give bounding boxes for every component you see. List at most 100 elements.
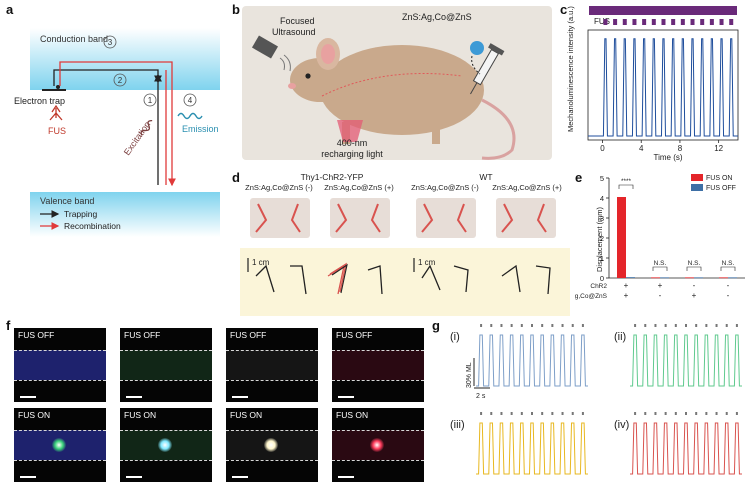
c-axes-frame <box>587 29 739 141</box>
fus-icon <box>49 104 63 121</box>
c-fus-tick <box>603 19 608 25</box>
g-fus-tick <box>581 412 584 415</box>
g-fus-tick <box>581 324 584 327</box>
luminescence-spot <box>158 438 172 452</box>
c-fus-tick <box>680 19 685 25</box>
e-chr2-sign: - <box>693 281 696 290</box>
g-scale-y-label: 30% ML <box>466 362 473 388</box>
panel-label-f: f <box>6 318 11 333</box>
e-row-label-chr2: ChR2 <box>590 283 607 290</box>
scale-label-1: 1 cm <box>252 258 270 267</box>
g-fus-tick <box>715 412 718 415</box>
panel-label-e: e <box>575 170 583 185</box>
c-fus-tick <box>642 19 647 25</box>
panel-label-d: d <box>232 170 240 185</box>
c-xtick-label: 0 <box>600 144 605 153</box>
micro-tile-off: FUS OFF <box>120 328 212 402</box>
fus-label: FUS <box>48 126 66 136</box>
e-legend-label: FUS ON <box>706 175 732 182</box>
g-fus-tick <box>695 412 698 415</box>
g-fus-tick <box>654 324 657 327</box>
scale-bar <box>338 476 354 478</box>
e-zns-sign: + <box>692 291 697 300</box>
step-1: 1 <box>148 96 153 105</box>
e-ylabel: Displacement (mm) <box>595 206 604 272</box>
e-ytick-label: 2 <box>600 234 604 243</box>
fus-off-label: FUS OFF <box>18 330 55 340</box>
fus-off-label: FUS OFF <box>336 330 373 340</box>
g-fus-tick <box>644 324 647 327</box>
excitation-wave-icon <box>140 119 153 136</box>
emission-wave-icon <box>177 112 203 120</box>
valence-band-label: Valence band <box>40 196 94 206</box>
syringe-icon <box>470 43 505 95</box>
g-fus-tick <box>480 324 483 327</box>
cond3-label: ZnS:Ag,Co@ZnS (-) <box>411 183 479 192</box>
g-trace <box>476 422 588 475</box>
e-bar <box>660 277 669 279</box>
c-fus-tick <box>613 19 618 25</box>
e-bar <box>728 277 737 279</box>
c-fus-tick <box>719 19 724 25</box>
c-xlabel: Time (s) <box>653 153 682 162</box>
e-chr2-sign: - <box>727 281 730 290</box>
c-fus-tick <box>651 19 656 25</box>
g-fus-tick <box>634 412 637 415</box>
light-text-label: recharging light <box>321 149 383 159</box>
e-chr2-sign: + <box>658 281 663 290</box>
g-fus-tick <box>634 324 637 327</box>
c-400nm-bar <box>589 6 737 15</box>
ml-intensity-chart: Mechanoluminescence intensity (a.u.) Tim… <box>566 6 739 162</box>
c-fus-tick <box>632 19 637 25</box>
g-fus-tick <box>715 324 718 327</box>
e-sig-label: N.S. <box>688 260 701 267</box>
g-fus-tick <box>705 324 708 327</box>
luminescence-spot <box>264 438 278 452</box>
g-fus-tick <box>571 324 574 327</box>
c-fus-tick <box>709 19 714 25</box>
g-fus-tick <box>664 324 667 327</box>
g-fus-tick <box>705 412 708 415</box>
g-fus-tick <box>561 412 564 415</box>
e-legend-swatch <box>691 184 703 191</box>
g-fus-tick <box>561 324 564 327</box>
g-fus-tick <box>500 412 503 415</box>
g-trace <box>630 334 742 387</box>
g-fus-tick <box>735 324 738 327</box>
c-xtick-label: 8 <box>678 144 683 153</box>
e-zns-sign: - <box>727 291 730 300</box>
e-zns-sign: - <box>659 291 662 300</box>
fus-on-label: FUS ON <box>18 410 51 420</box>
g-subplot-label: (iv) <box>614 419 629 431</box>
g-scale-x-label: 2 s <box>476 393 486 400</box>
g-fus-tick <box>654 412 657 415</box>
g-subplot-label: (iii) <box>450 419 465 431</box>
g-subplot-label: (ii) <box>614 331 626 343</box>
e-zns-sign: + <box>624 291 629 300</box>
g-fus-tick <box>685 412 687 415</box>
micro-tile-off: FUS OFF <box>14 328 106 402</box>
c-fus-tick <box>622 19 627 25</box>
ultrasound-label: Ultrasound <box>272 27 316 37</box>
e-bar <box>694 277 703 279</box>
legend-recombination: Recombination <box>64 221 121 231</box>
ml-traces-grid: (i)(ii)(iii)(iv)30% ML2 s <box>450 324 742 475</box>
c-ml-trace <box>588 38 738 137</box>
e-sig-label: N.S. <box>654 260 667 267</box>
group-wt-label: WT <box>479 172 493 182</box>
e-row-label-zns: ZnS:Ag,Co@ZnS <box>575 293 608 300</box>
c-fus-tick <box>671 19 676 25</box>
micro-tile-off: FUS OFF <box>332 328 424 402</box>
step-2: 2 <box>118 76 123 85</box>
mouse-body <box>320 45 484 135</box>
fus-on-label: FUS ON <box>336 410 369 420</box>
panel-label-g: g <box>432 318 440 333</box>
scale-bar <box>20 476 36 478</box>
c-xtick-label: 4 <box>639 144 644 153</box>
e-chr2-sign: + <box>624 281 629 290</box>
c-fus-tick <box>690 19 695 25</box>
e-plot-group: 012345****++N.S.+-N.S.-+N.S.--ChR2ZnS:Ag… <box>575 174 745 300</box>
g-fus-tick <box>490 412 493 415</box>
micro-tile-on: FUS ON <box>226 408 318 482</box>
